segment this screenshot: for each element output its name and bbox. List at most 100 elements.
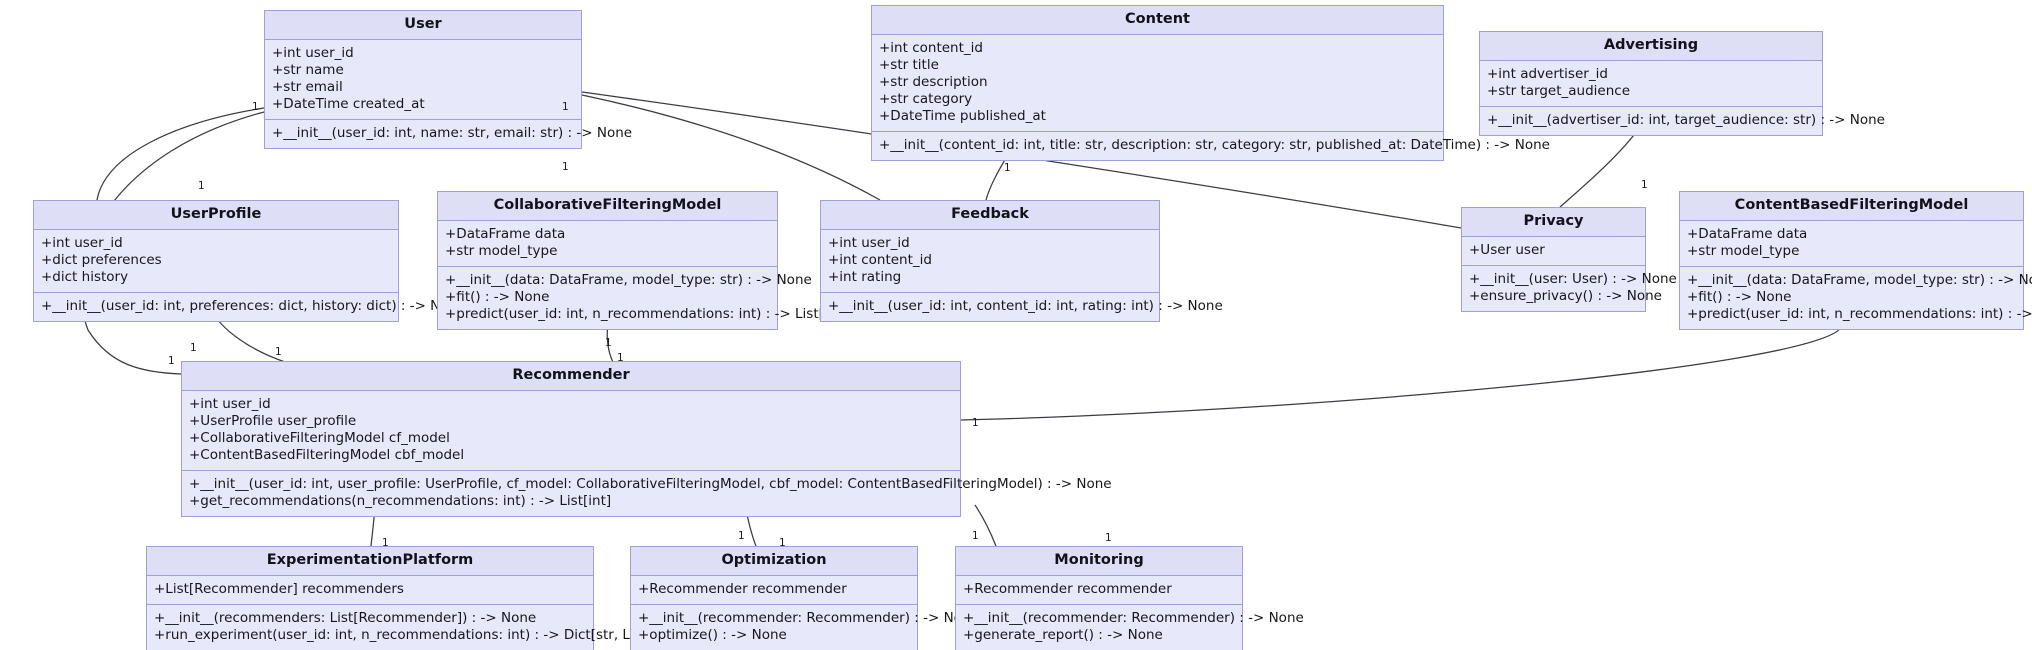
attribute-row: +ContentBasedFilteringModel cbf_model: [189, 446, 465, 463]
class-methods-optimization: +__init__(recommender: Recommender) : ->…: [631, 605, 979, 650]
attribute-row: +int content_id: [879, 39, 983, 56]
multiplicity-label: 1: [168, 355, 175, 367]
attribute-row: +str target_audience: [1487, 82, 1631, 99]
method-row: +optimize() : -> None: [638, 626, 787, 643]
method-row: +fit() : -> None: [1687, 288, 1792, 305]
multiplicity-label: 1: [972, 417, 979, 429]
class-attributes-cbfmodel: +DataFrame data+str model_type: [1680, 221, 2023, 267]
class-methods-advertising: +__init__(advertiser_id: int, target_aud…: [1480, 107, 1885, 135]
class-attributes-monitoring: +Recommender recommender: [956, 576, 1242, 605]
uml-class-content[interactable]: Content+int content_id+str title+str des…: [871, 5, 1550, 161]
attribute-row: +Recommender recommender: [638, 580, 847, 597]
multiplicity-label: 1: [562, 101, 569, 113]
class-attributes-optimization: +Recommender recommender: [631, 576, 917, 605]
class-title-feedback: Feedback: [821, 201, 1159, 230]
class-attributes-cfmodel: +DataFrame data+str model_type: [438, 221, 777, 267]
method-row: +predict(user_id: int, n_recommendations…: [1687, 305, 2032, 322]
multiplicity-label: 1: [605, 337, 612, 349]
attribute-row: +str model_type: [1687, 242, 1800, 259]
attribute-row: +int user_id: [189, 395, 271, 412]
method-row: +ensure_privacy() : -> None: [1469, 287, 1662, 304]
edge-cbfmodel-recommender: [960, 324, 1843, 421]
attribute-row: +int advertiser_id: [1487, 65, 1608, 82]
multiplicity-label: 1: [252, 101, 259, 113]
class-methods-content: +__init__(content_id: int, title: str, d…: [872, 132, 1550, 160]
class-attributes-user: +int user_id+str name+str email+DateTime…: [265, 40, 581, 120]
class-title-optimization: Optimization: [631, 547, 917, 576]
uml-class-feedback[interactable]: Feedback+int user_id+int content_id+int …: [820, 200, 1223, 322]
class-methods-monitoring: +__init__(recommender: Recommender) : ->…: [956, 605, 1304, 650]
class-methods-cfmodel: +__init__(data: DataFrame, model_type: s…: [438, 267, 847, 329]
multiplicity-label: 1: [972, 530, 979, 542]
method-row: +__init__(advertiser_id: int, target_aud…: [1487, 111, 1885, 128]
uml-class-cfmodel[interactable]: CollaborativeFilteringModel+DataFrame da…: [437, 191, 847, 330]
uml-class-userprofile[interactable]: UserProfile+int user_id+dict preferences…: [33, 200, 466, 322]
uml-class-optimization[interactable]: Optimization +Recommender recommender +__i…: [630, 546, 979, 650]
attribute-row: +DataFrame data: [1687, 225, 1808, 242]
method-row: +__init__(user_id: int, user_profile: Us…: [189, 475, 1112, 492]
attribute-row: +dict preferences: [41, 251, 162, 268]
attribute-row: +DateTime created_at: [272, 95, 425, 112]
uml-class-monitoring[interactable]: Monitoring+Recommender recommender+__ini…: [955, 546, 1304, 650]
multiplicity-label: 1: [1641, 179, 1648, 191]
multiplicity-label: 1: [1105, 532, 1112, 544]
class-attributes-content: +int content_id+str title+str descriptio…: [872, 35, 1443, 132]
attribute-row: +str email: [272, 78, 343, 95]
class-methods-recommender: +__init__(user_id: int, user_profile: Us…: [182, 471, 1112, 516]
class-title-cfmodel: CollaborativeFilteringModel: [438, 192, 777, 221]
method-row: +fit() : -> None: [445, 288, 550, 305]
uml-class-privacy[interactable]: Privacy+User user +__init__(user: User) :…: [1461, 207, 1677, 312]
attribute-row: +List[Recommender] recommenders: [154, 580, 404, 597]
attribute-row: +str model_type: [445, 242, 558, 259]
method-row: +__init__(recommender: Recommender) : ->…: [963, 609, 1304, 626]
method-row: +__init__(user_id: int, preferences: dic…: [41, 297, 466, 314]
method-row: +__init__(recommender: Recommender) : ->…: [638, 609, 979, 626]
multiplicity-label: 1: [275, 346, 282, 358]
uml-class-user[interactable]: User+int user_id+str name+str email+Date…: [264, 10, 632, 149]
edge-advertising-privacy: [1559, 126, 1641, 208]
class-methods-userprofile: +__init__(user_id: int, preferences: dic…: [34, 293, 466, 321]
method-row: +__init__(recommenders: List[Recommender…: [154, 609, 537, 626]
attribute-row: +int content_id: [828, 251, 932, 268]
uml-class-advertising[interactable]: Advertising+int advertiser_id+str target…: [1479, 31, 1885, 136]
method-row: +get_recommendations(n_recommendations: …: [189, 492, 612, 509]
attribute-row: +Recommender recommender: [963, 580, 1172, 597]
attribute-row: +int user_id: [828, 234, 910, 251]
method-row: +generate_report() : -> None: [963, 626, 1163, 643]
attribute-row: +str title: [879, 56, 939, 73]
class-attributes-recommender: +int user_id+UserProfile user_profile+Co…: [182, 391, 960, 471]
class-attributes-experimentationplatform: +List[Recommender] recommenders: [147, 576, 593, 605]
method-row: +run_experiment(user_id: int, n_recommen…: [154, 626, 680, 643]
multiplicity-label: 1: [617, 352, 624, 364]
multiplicity-label: 1: [382, 537, 389, 549]
attribute-row: +str category: [879, 90, 973, 107]
method-row: +__init__(user: User) : -> None: [1469, 270, 1677, 287]
attribute-row: +CollaborativeFilteringModel cf_model: [189, 429, 450, 446]
class-title-advertising: Advertising: [1480, 32, 1822, 61]
uml-class-cbfmodel[interactable]: ContentBasedFilteringModel+DataFrame dat…: [1679, 191, 2032, 330]
class-title-user: User: [265, 11, 581, 40]
class-attributes-privacy: +User user: [1462, 237, 1645, 266]
attribute-row: +DateTime published_at: [879, 107, 1046, 124]
multiplicity-label: 1: [198, 180, 205, 192]
attribute-row: +int user_id: [41, 234, 123, 251]
class-title-cbfmodel: ContentBasedFilteringModel: [1680, 192, 2023, 221]
class-title-privacy: Privacy: [1462, 208, 1645, 237]
class-title-recommender: Recommender: [182, 362, 960, 391]
class-title-experimentationplatform: ExperimentationPlatform: [147, 547, 593, 576]
class-methods-experimentationplatform: +__init__(recommenders: List[Recommender…: [147, 605, 680, 650]
multiplicity-label: 1: [562, 161, 569, 173]
class-methods-feedback: +__init__(user_id: int, content_id: int,…: [821, 293, 1223, 321]
attribute-row: +dict history: [41, 268, 129, 285]
multiplicity-label: 1: [738, 530, 745, 542]
class-attributes-advertising: +int advertiser_id+str target_audience: [1480, 61, 1822, 107]
uml-class-experimentationplatform[interactable]: ExperimentationPlatform +List[Recommender…: [146, 546, 680, 650]
method-row: +predict(user_id: int, n_recommendations…: [445, 305, 847, 322]
method-row: +__init__(content_id: int, title: str, d…: [879, 136, 1550, 153]
method-row: +__init__(data: DataFrame, model_type: s…: [1687, 271, 2032, 288]
multiplicity-label: 1: [779, 537, 786, 549]
attribute-row: +str description: [879, 73, 988, 90]
attribute-row: +DataFrame data: [445, 225, 566, 242]
method-row: +__init__(data: DataFrame, model_type: s…: [445, 271, 812, 288]
uml-class-recommender[interactable]: Recommender+int user_id+UserProfile user…: [181, 361, 1112, 517]
